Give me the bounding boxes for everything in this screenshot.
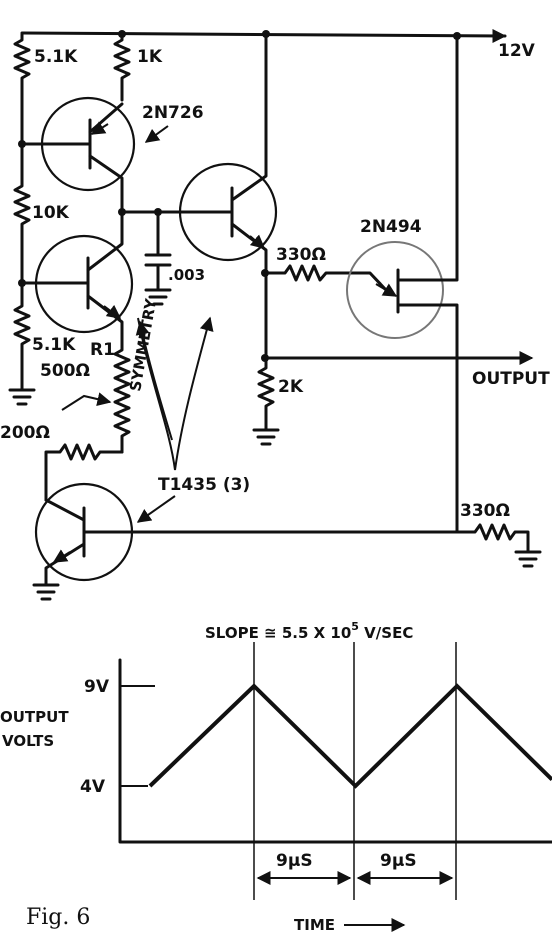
capacitor-label: .003 — [168, 266, 205, 284]
t1435-pointer — [136, 495, 176, 523]
y-axis-label-1: OUTPUT — [0, 708, 69, 726]
schematic: 12V 5.1K 10K 5.1K 1K 2N726 .003 — [0, 29, 550, 601]
ground-2k — [252, 428, 280, 446]
capacitor-003 — [144, 210, 172, 292]
r-200-label: 200Ω — [0, 423, 50, 443]
waveform-chart: SLOPE ≅ 5.5 X 105 V/SEC 9V 4V OUTPUT VOL… — [0, 620, 552, 934]
transistor-2n726-leads — [20, 102, 124, 214]
r-5k1-bottom-label: 5.1K — [32, 335, 76, 355]
waveform-line — [148, 683, 552, 789]
interval-1-label: 9μS — [276, 851, 313, 871]
waveform-series — [148, 683, 552, 789]
r-5k1-top-label: 5.1K — [34, 47, 78, 67]
figure-caption: Fig. 6 — [26, 905, 90, 930]
x-axis-label: TIME — [294, 916, 335, 934]
interval-2-label: 9μS — [380, 851, 417, 871]
supply-label: 12V — [498, 41, 536, 61]
transistor-middle — [178, 162, 278, 262]
r-330-base-label: 330Ω — [276, 245, 326, 265]
ground-left — [8, 388, 36, 406]
r-200 — [44, 443, 124, 502]
y-label-9v: 9V — [84, 677, 110, 697]
ground-330-out — [514, 550, 542, 568]
r-1k-label: 1K — [137, 47, 163, 67]
r-10k-label: 10K — [32, 203, 70, 223]
r1-pot — [113, 333, 131, 454]
r-330-out-label: 330Ω — [460, 501, 510, 521]
label-pointer-2n726 — [144, 125, 169, 143]
y-axis — [118, 658, 552, 844]
r-2k-label: 2K — [278, 377, 304, 397]
ground-t1435 — [32, 583, 60, 601]
transistor-2n726-label: 2N726 — [142, 103, 204, 123]
r-330-base — [264, 264, 388, 292]
ujt-2n494 — [346, 241, 444, 339]
t1435-label: T1435 (3) — [158, 475, 250, 495]
chart-title: SLOPE ≅ 5.5 X 105 V/SEC — [205, 620, 413, 642]
y-label-4v: 4V — [80, 777, 106, 797]
r-2k — [257, 271, 275, 432]
ground-cap — [144, 288, 172, 306]
r1-wiper — [61, 392, 112, 411]
output-label: OUTPUT — [472, 369, 550, 389]
r-5k1-top — [13, 32, 31, 392]
r1-name-label: R1 — [90, 340, 115, 360]
r-1k — [113, 32, 131, 102]
ujt-label: 2N494 — [360, 217, 422, 237]
y-axis-label-2: VOLTS — [2, 732, 54, 750]
symmetry-arrows — [137, 318, 210, 471]
r1-value-label: 500Ω — [40, 361, 90, 381]
